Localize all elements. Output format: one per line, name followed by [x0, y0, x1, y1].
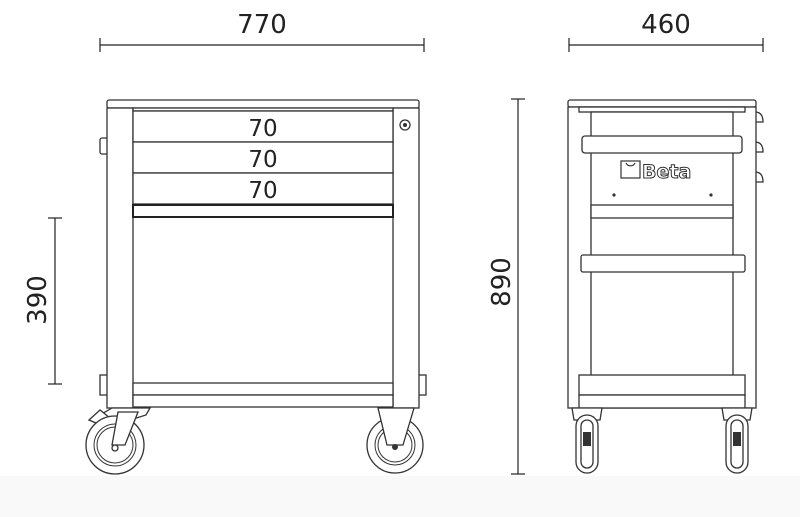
dimension-width: 770 — [99, 10, 425, 52]
front-view: 70 70 70 — [85, 99, 427, 475]
drawer-2 — [132, 141, 394, 174]
width-label: 770 — [237, 10, 287, 40]
side-caster-left — [571, 407, 603, 474]
dimension-compartment-height: 390 — [23, 217, 62, 385]
drawer-1 — [132, 110, 394, 143]
drawer-3-label: 70 — [248, 178, 277, 204]
side-view: Beta — [567, 99, 764, 474]
drawer-1-label: 70 — [248, 116, 277, 142]
caster — [366, 407, 424, 474]
beta-logo: Beta — [620, 160, 692, 184]
caster-braked — [85, 407, 152, 475]
height-label: 890 — [487, 257, 517, 307]
floor-shade — [0, 476, 800, 517]
dimension-height: 890 — [487, 98, 525, 475]
drawer-3 — [132, 172, 394, 205]
dimension-depth: 460 — [568, 10, 764, 52]
beta-logo-text: Beta — [642, 161, 691, 183]
compartment-height-label: 390 — [23, 275, 53, 325]
depth-label: 460 — [641, 10, 691, 40]
drawer-2-label: 70 — [248, 147, 277, 173]
side-handle — [581, 135, 743, 154]
side-caster-right — [721, 407, 753, 474]
